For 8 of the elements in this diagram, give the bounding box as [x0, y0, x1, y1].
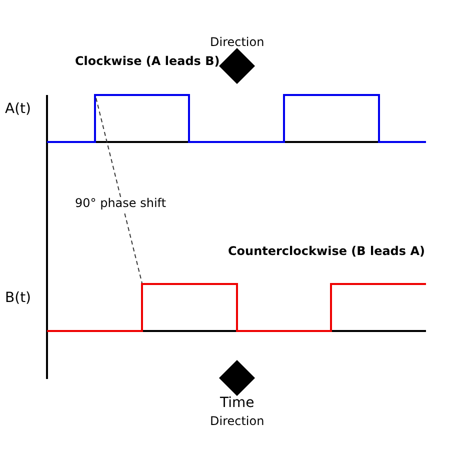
direction-label: Counterclockwise (B leads A)	[228, 245, 425, 259]
phase-shift-label: 90° phase shift	[75, 197, 166, 211]
signal-label: B(t)	[5, 290, 32, 306]
signal-label: A(t)	[5, 101, 31, 118]
axis-label: Direction	[210, 415, 264, 429]
axis-label: Direction	[210, 36, 264, 50]
axis-label: Time	[220, 395, 254, 412]
direction-label: Clockwise (A leads B)	[75, 55, 220, 69]
